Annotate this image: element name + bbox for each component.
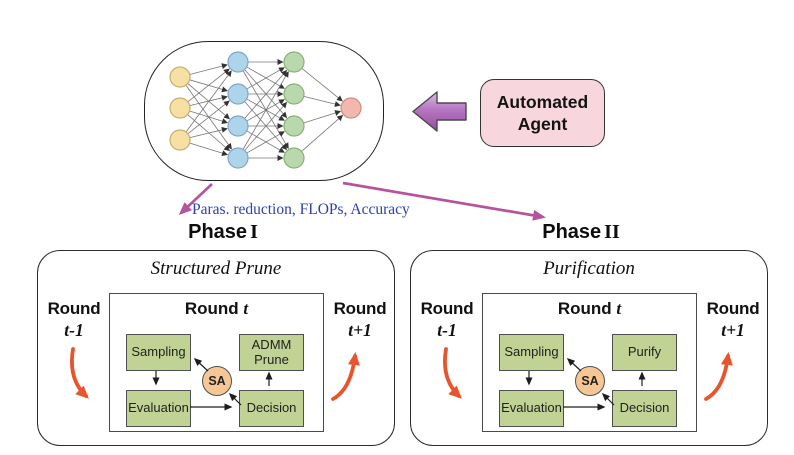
phase1-round-t-title: Round t [184, 299, 249, 318]
agent-label-line2: Agent [517, 114, 568, 134]
phase1-panel: Structured Prune Round t-1 Round t Sampl… [37, 250, 395, 446]
phase1-round-prev-label: Round t-1 [47, 299, 101, 340]
phase1-decision-box: Decision [239, 390, 304, 427]
neural-network-stadium [144, 41, 384, 181]
agent-to-network-arrow [412, 91, 467, 132]
phase2-purify-box: Purify [612, 334, 677, 371]
phase1-numeral: I [250, 221, 258, 243]
phase1-evaluation-box: Evaluation [126, 390, 191, 427]
phase2-panel: Purification Round t-1 Round t Sampling … [410, 250, 768, 446]
phase2-round-prev-label: Round t-1 [420, 299, 474, 340]
phase2-subtitle: Purification [543, 258, 635, 279]
phase1-sa-circle: SA [202, 366, 232, 396]
phase2-word: Phase [542, 221, 602, 243]
phase1-round-next-label: Round t+1 [333, 299, 387, 340]
phase2-numeral: II [604, 221, 620, 243]
agent-label-line1: Automated [496, 91, 589, 112]
phase2-round-t-title: Round t [557, 299, 622, 318]
phase2-evaluation-box: Evaluation [499, 390, 564, 427]
phase2-sampling-box: Sampling [499, 334, 564, 371]
phase1-round-t-box: Round t Sampling ADMM Prune Evaluation D… [109, 293, 324, 432]
phase1-sampling-box: Sampling [126, 334, 191, 371]
phase2-decision-box: Decision [612, 390, 677, 427]
metrics-caption: Paras. reduction, FLOPs, Accuracy [192, 201, 410, 218]
phase1-admm-prune-box: ADMM Prune [239, 334, 304, 371]
automated-agent-box: Automated Agent [480, 79, 605, 147]
phase1-subtitle: Structured Prune [150, 258, 282, 279]
phase2-round-t-box: Round t Sampling Purify Evaluation Decis… [482, 293, 697, 432]
phase2-round-next-label: Round t+1 [706, 299, 760, 340]
phase2-sa-circle: SA [575, 366, 605, 396]
phase1-word: Phase [188, 221, 248, 243]
